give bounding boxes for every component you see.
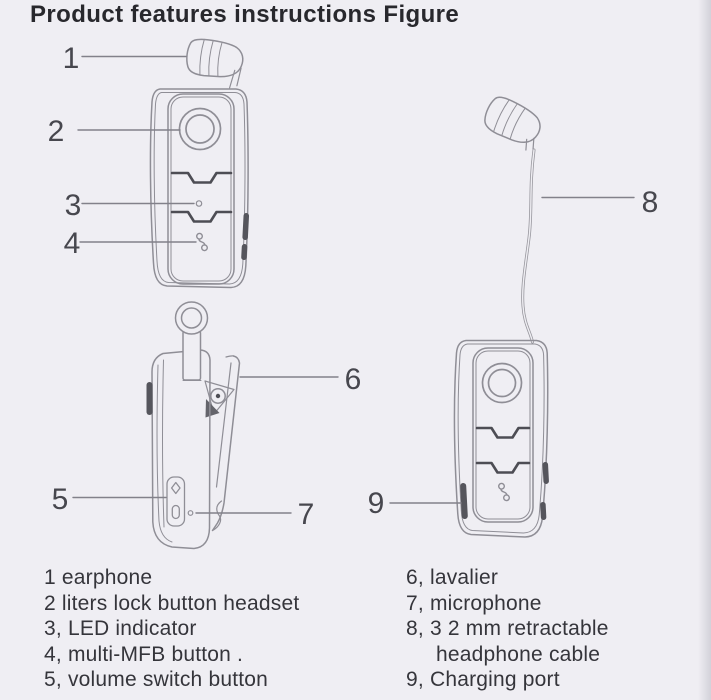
earbud-top-ring-icon: [174, 301, 209, 335]
body-outline: [453, 339, 549, 538]
callout-lines: [72, 55, 635, 514]
button-seam-lower: [475, 461, 531, 474]
callout-label-1: 1: [62, 42, 80, 75]
legend-item-3: 3, LED indicator: [44, 617, 197, 641]
front-panel: [167, 93, 235, 285]
call-button-icon: [481, 362, 523, 404]
callout-label-4: 4: [63, 227, 81, 260]
phone-handset-icon: [498, 482, 510, 502]
headset-side-view: [146, 301, 241, 550]
legend-item-5: 5, volume switch button: [44, 668, 269, 692]
charging-port-icon: [460, 483, 468, 519]
phone-handset-icon: [196, 232, 208, 252]
side-button-edge-icon: [146, 382, 153, 415]
led-dot-icon: [195, 200, 203, 207]
legend-item-8-continued: headphone cable: [436, 642, 601, 666]
legend-item-2: 2 liters lock button headset: [44, 591, 300, 615]
legend-item-9: 9, Charging port: [406, 668, 560, 692]
callout-label-9: 9: [367, 487, 385, 520]
callout-label-7: 7: [297, 498, 315, 531]
clip-pivot-shadow: [205, 399, 220, 418]
button-seam-upper: [475, 426, 531, 439]
side-body-front-edge-2: [161, 359, 165, 528]
body-outline: [149, 88, 249, 289]
earbud-icon: [186, 38, 244, 89]
retract-stem: [182, 330, 202, 381]
legend-item-6: 6, lavalier: [406, 566, 499, 589]
side-body-front-edge: [156, 364, 173, 543]
headset-cable-view: [453, 96, 549, 538]
side-button-icon: [540, 461, 549, 520]
legend-item-1: 1 earphone: [44, 566, 153, 589]
microphone-hole-icon: [187, 510, 194, 516]
headset-front-view: [149, 38, 250, 289]
legend-item-4: 4, multi-MFB button .: [44, 642, 244, 666]
body-inner-contour: [457, 343, 545, 534]
legend-right-column: 6, lavalier 7, microphone 8, 3 2 mm retr…: [406, 565, 609, 693]
side-body-outline: [151, 349, 211, 550]
side-button-icon: [241, 213, 250, 261]
front-panel-inner: [475, 350, 531, 520]
clip-icon: [204, 355, 241, 532]
call-button-icon: [178, 107, 222, 151]
legend-left-column: 1 earphone 2 liters lock button headset …: [44, 565, 299, 693]
front-panel: [472, 347, 534, 523]
cable-icon: [521, 148, 536, 344]
volume-rocker-icon: [166, 476, 186, 527]
legend-item-7: 7, microphone: [406, 591, 542, 615]
earbud-icon: [484, 96, 541, 151]
button-seam-upper: [170, 171, 233, 184]
legend-item-8: 8, 3 2 mm retractable: [406, 617, 609, 641]
body-inner-contour: [153, 92, 246, 285]
button-seam-lower: [170, 210, 233, 223]
callout-label-3: 3: [64, 189, 82, 222]
page-title: Product features instructions Figure: [30, 1, 460, 28]
callout-label-5: 5: [51, 483, 69, 516]
callout-label-8: 8: [641, 186, 659, 219]
callout-label-6: 6: [344, 363, 362, 396]
callout-label-2: 2: [47, 115, 65, 148]
front-panel-inner: [170, 96, 232, 282]
